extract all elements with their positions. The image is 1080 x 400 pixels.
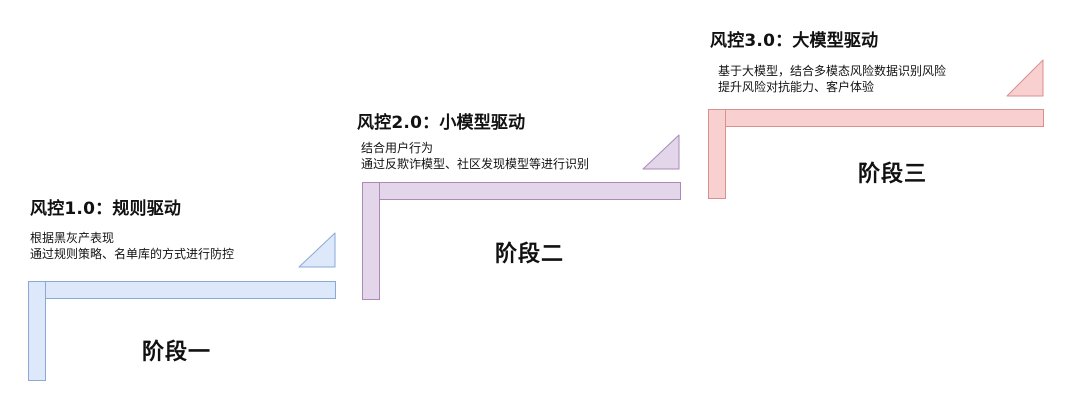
stage-1-triangle-shape	[298, 232, 336, 268]
stage-1-description: 根据黑灰产表现 通过规则策略、名单库的方式进行防控	[30, 230, 234, 262]
stage-3-tread	[708, 109, 1044, 127]
stage-2-title: 风控2.0：小模型驱动	[357, 113, 526, 133]
stage-3-triangle	[1006, 59, 1044, 97]
stage-2-tread-cover	[363, 183, 379, 199]
stage-1-description-line: 通过规则策略、名单库的方式进行防控	[30, 247, 235, 261]
stage-2-description-line: 结合用户行为	[361, 141, 434, 155]
stage-3-title: 风控3.0：大模型驱动	[710, 31, 879, 51]
stage-1-name: 阶段一	[142, 340, 212, 365]
stage-2-triangle	[642, 134, 680, 170]
stage-1-description-line: 根据黑灰产表现	[30, 231, 115, 245]
stage-3-description-line: 提升风险对抗能力、客户体验	[718, 80, 875, 94]
stage-1-riser	[28, 281, 46, 381]
stage-3-name: 阶段三	[858, 162, 928, 187]
stage-2-riser	[362, 182, 380, 300]
stage-2-description-line: 通过反欺诈模型、社区发现模型等进行识别	[361, 157, 590, 171]
stage-3-riser	[708, 109, 726, 199]
stage-2-triangle-shape	[642, 134, 680, 170]
stage-2-tread	[362, 182, 681, 200]
stage-2-description: 结合用户行为 通过反欺诈模型、社区发现模型等进行识别	[361, 140, 589, 172]
stage-3-description: 基于大模型，结合多模态风险数据识别风险 提升风险对抗能力、客户体验	[718, 63, 946, 95]
stage-3-triangle-shape	[1006, 59, 1044, 97]
stage-3-description-line: 基于大模型，结合多模态风险数据识别风险	[718, 64, 947, 78]
stage-2-name: 阶段二	[495, 242, 565, 267]
stage-3-tread-cover	[709, 110, 725, 126]
stage-1-tread-cover	[29, 282, 45, 298]
stage-1-title: 风控1.0：规则驱动	[30, 199, 182, 219]
stage-1-tread	[28, 281, 336, 299]
stage-1-triangle	[298, 232, 336, 268]
